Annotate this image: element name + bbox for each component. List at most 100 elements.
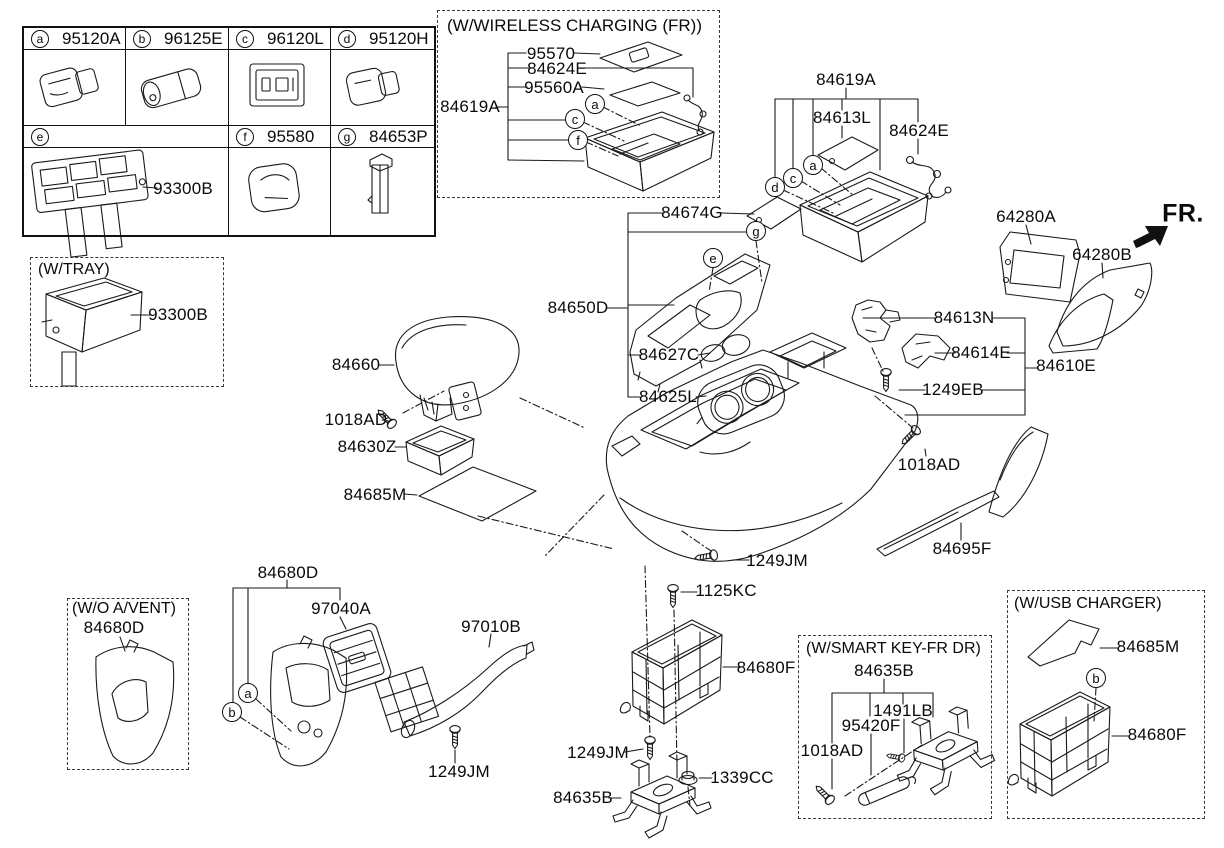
- callout-a: a: [31, 29, 49, 48]
- label-84660: 84660: [331, 355, 381, 374]
- callout-e: e: [31, 127, 49, 146]
- box-w-tray: [30, 257, 224, 387]
- dashdot-1018AD-left: [402, 390, 445, 414]
- label-84635B-smartkey: 84635B: [854, 661, 914, 680]
- callout-d: d: [338, 29, 356, 48]
- trim-84650D-drawing: [629, 253, 771, 393]
- legend-cell-d: [331, 50, 434, 126]
- rings-84627C-drawing: [700, 334, 751, 362]
- label-1491LB: 1491LB: [873, 701, 933, 720]
- screw-1018AD-right: [897, 423, 923, 449]
- part-number: 95120H: [369, 28, 429, 48]
- label-95420F: 95420F: [841, 716, 901, 735]
- legend-header-a: a 95120A: [24, 28, 126, 50]
- box-w-smart-key: [798, 635, 992, 819]
- screw-1125KC: [667, 584, 679, 609]
- vent-97040A-drawing: [322, 623, 392, 693]
- label-1125KC: 1125KC: [695, 581, 757, 600]
- strip-84695F-drawing: [876, 490, 1000, 557]
- label-93300B: 93300B: [153, 179, 213, 198]
- label-84680F: 84680F: [736, 658, 796, 677]
- screw-1249JM-box: [644, 736, 656, 761]
- label-1339CC: 1339CC: [710, 768, 774, 787]
- legend-part-95120H: [345, 67, 400, 106]
- legend-cell-c: [229, 50, 331, 126]
- cover-84680D-woav-drawing: [95, 639, 175, 765]
- legend-header-e: e: [24, 126, 229, 148]
- callout-a-bottom: a: [238, 683, 258, 703]
- lower-leaders: [232, 579, 492, 750]
- part-number: 95580: [267, 126, 315, 146]
- cupholder-84625L-drawing: [696, 364, 785, 435]
- wireless-title: (W/WIRELESS CHARGING (FR)): [447, 16, 702, 35]
- callout-a-top: a: [803, 155, 823, 175]
- legend-part-84653P: [367, 153, 393, 214]
- label-84627C: 84627C: [638, 345, 700, 364]
- callout-g: g: [338, 127, 356, 146]
- dashdot-console-fascia: [544, 494, 605, 557]
- part-number: 96120L: [267, 28, 324, 48]
- callout-d-top: d: [765, 177, 785, 197]
- legend-header-f: f 95580: [229, 126, 331, 148]
- legend-header-b: b 96125E: [126, 28, 229, 50]
- label-64280B: 64280B: [1072, 245, 1132, 264]
- label-84685M-usb: 84685M: [1116, 637, 1180, 656]
- mat-84613L-drawing: [817, 136, 879, 171]
- fr-arrow: [1133, 226, 1168, 248]
- legend-cell-a: [24, 50, 126, 126]
- legend-cell-e: [24, 148, 229, 235]
- legend-table: a 95120A b 96125E c 96120L d 95120H e f …: [22, 26, 436, 237]
- callout-c-wireless: c: [565, 109, 585, 129]
- label-1018AD-smartkey: 1018AD: [800, 741, 864, 760]
- wireless-mat-95570: [599, 41, 683, 73]
- label-97040A: 97040A: [311, 599, 371, 618]
- console-body-drawing: [605, 332, 919, 562]
- label-84685M: 84685M: [343, 485, 407, 504]
- panel-84610E-drawing: [988, 293, 1114, 518]
- tray-84630Z-drawing: [405, 425, 475, 476]
- legend-part-93300B: [31, 149, 149, 258]
- bracket-84614E-drawing: [901, 333, 951, 369]
- callout-b-bottom: b: [222, 702, 242, 722]
- storage-box-84680F-drawing: [619, 619, 723, 725]
- duct-97010B-drawing: [400, 641, 535, 739]
- screw-1249JM-duct: [449, 725, 461, 750]
- label-84624E: 84624E: [889, 121, 949, 140]
- label-95570: 95570: [526, 44, 576, 63]
- dashdot-right-column: [673, 609, 678, 767]
- label-1249JM-duct: 1249JM: [428, 762, 490, 781]
- dashdot-left-column: [644, 565, 651, 738]
- callout-g-center: g: [746, 221, 766, 241]
- w-tray-title: (W/TRAY): [38, 261, 110, 278]
- box-w-wireless-charging: [437, 10, 720, 198]
- label-84630Z: 84630Z: [337, 437, 397, 456]
- label-84680D-woav: 84680D: [83, 618, 145, 637]
- label-95560A: 95560A: [524, 78, 584, 97]
- label-84674G: 84674G: [661, 203, 723, 222]
- center-leaders: [606, 212, 755, 398]
- wireless-connector-drawing: [683, 94, 707, 136]
- label-84619A: 84619A: [816, 70, 876, 89]
- box-w-usb-charger: [1007, 590, 1205, 819]
- label-84635B: 84635B: [553, 788, 613, 807]
- mat-84685M-usb-drawing: [1027, 619, 1100, 667]
- wireless-mat-95560A: [609, 81, 681, 107]
- label-84614E: 84614E: [951, 343, 1011, 362]
- label-1249JM-console: 1249JM: [746, 551, 808, 570]
- bracket-84613N-drawing: [851, 299, 901, 343]
- callout-f-wireless: f: [568, 130, 588, 150]
- leader-84680D-woav: [119, 636, 126, 652]
- label-84619A-wireless: 84619A: [440, 97, 500, 116]
- dashdot-mat-console: [477, 515, 615, 550]
- label-84613N: 84613N: [933, 308, 995, 327]
- label-1249JM-box: 1249JM: [567, 743, 629, 762]
- dashdot-console-screw: [681, 530, 712, 552]
- harness-84624E-drawing: [905, 155, 952, 200]
- legend-cell-b: [126, 50, 229, 126]
- dashdot-1339CC: [687, 786, 691, 807]
- legend-part-95120A: [39, 67, 99, 108]
- part-number: 84653P: [369, 126, 428, 146]
- callout-b: b: [133, 29, 151, 48]
